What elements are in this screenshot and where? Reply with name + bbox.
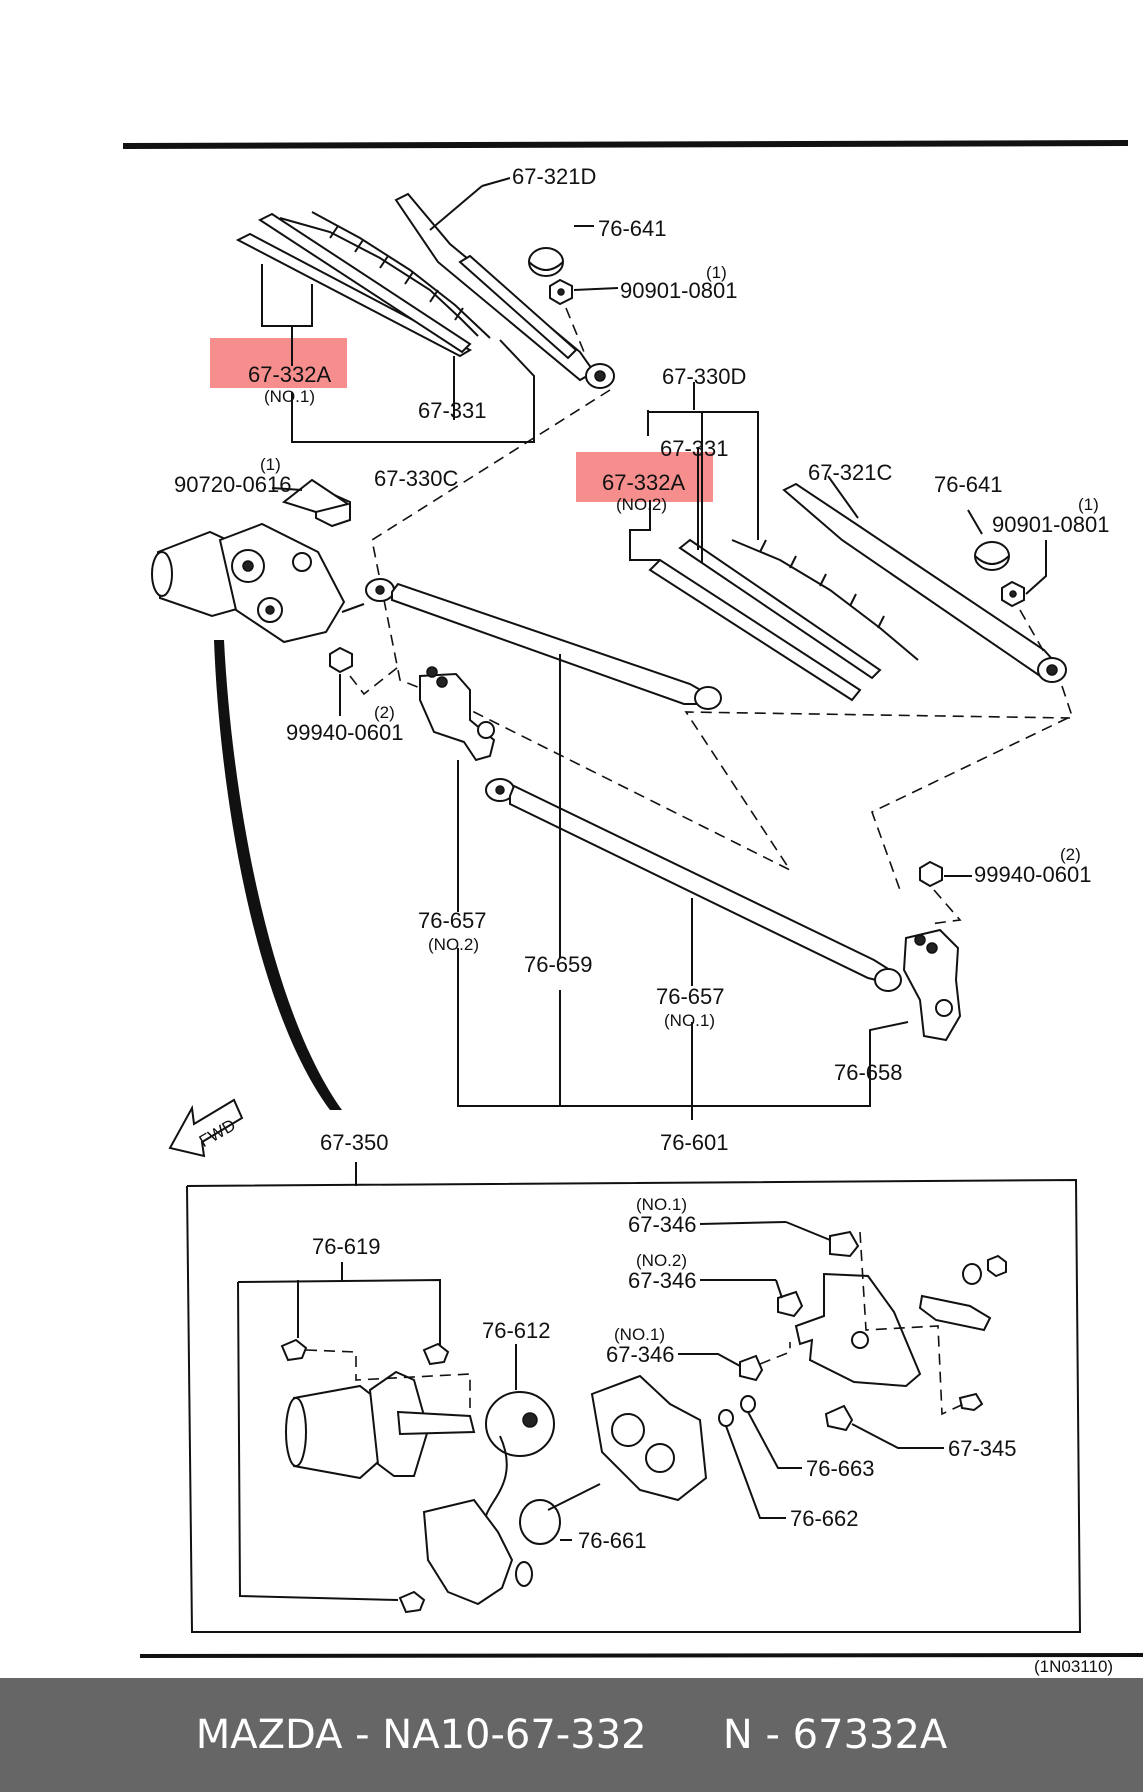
link-bracket [918,1294,992,1332]
bracket-67-345 [794,1272,922,1388]
label-76-662: 76-662 [790,1506,859,1531]
screw-76-619b [422,1342,450,1366]
nut-99940-0601b [919,860,943,888]
label-no1a: (NO.1) [264,387,315,406]
label-qty-2a: (2) [374,703,395,722]
label-67-321D: 67-321D [512,164,596,189]
label-76-657-no1: 76-657 [656,984,725,1009]
wiper-arm-no1 [394,192,615,389]
washer-set [718,1254,1007,1427]
footer-oem-number: N - 67332A [722,1712,948,1758]
nut-90901-0801a [549,278,573,306]
bush-67-346-no1-top [829,1230,860,1258]
label-67-331b: 67-331 [660,436,729,461]
label-no2c: (NO.2) [636,1251,687,1270]
label-67-331a: 67-331 [418,398,487,423]
gear-76-661 [519,1483,601,1545]
label-qty-1a: (1) [706,263,727,282]
label-67-330D: 67-330D [662,364,746,389]
bush-67-346-no1-low [739,1354,764,1382]
pivot-76-657-no2 [419,666,496,762]
label-67-330C: 67-330C [374,466,459,491]
fwd-arrow-icon [168,1098,244,1158]
switch-module [422,1435,533,1606]
nut-90901-0801b [1001,580,1025,608]
motor-sweep-arc [214,640,342,1110]
bolt-90720-0616 [281,478,351,528]
label-76-601: 76-601 [660,1130,729,1155]
label-no1c: (NO.1) [636,1195,687,1214]
label-67-350: 67-350 [320,1130,389,1155]
motor-body-exploded [285,1370,476,1480]
label-67-346b: 67-346 [628,1268,697,1293]
label-76-659: 76-659 [524,952,593,977]
cap-76-641b [974,541,1010,571]
footer-spacer [647,1712,723,1758]
label-90901-0801a: 90901-0801 [620,278,737,303]
top-border-line [122,140,1129,149]
label-67-332A-no2: 67-332A [602,470,686,495]
wiper-parts-diagram: 67-321D 76-641 (1) 90901-0801 67-332A (N… [122,140,1143,1676]
wiper-blade-no2 [648,538,919,702]
plate-76-612 [485,1391,555,1457]
screw-76-619c [398,1590,426,1614]
part-number-footer: MAZDA - NA10-67-332 N - 67332A [0,1678,1143,1792]
label-no1d: (NO.1) [614,1325,665,1344]
highlight-67-332A-no1 [210,338,347,388]
label-no2b: (NO.2) [428,935,479,954]
label-67-345: 67-345 [948,1436,1017,1461]
label-76-658: 76-658 [834,1060,903,1085]
label-qty-1c: (1) [260,455,281,474]
pivot-76-657-no1 [902,928,962,1042]
label-76-641a: 76-641 [598,216,667,241]
label-qty-1b: (1) [1078,495,1099,514]
cap-76-641a [528,247,564,277]
wiper-arm-no2 [782,482,1067,683]
label-76-612: 76-612 [482,1318,551,1343]
label-qty-2b: (2) [1060,845,1081,864]
screw-67-345 [824,1392,984,1432]
motor-assembly-box [186,1178,1082,1633]
diagram-reference-code: (1N03110) [1034,1657,1113,1676]
wiper-blade-no1 [235,211,491,358]
label-67-321C: 67-321C [808,460,893,485]
label-76-619: 76-619 [312,1234,381,1259]
nut-99940-0601a [329,646,353,674]
label-no1b: (NO.1) [664,1011,715,1030]
bush-67-346-no2 [777,1290,804,1318]
label-no2a: (NO.2) [616,495,667,514]
link-rod-76-659 [365,578,722,710]
label-99940-0601b: 99940-0601 [974,862,1091,887]
footer-brand-part-number: MAZDA - NA10-67-332 [195,1712,647,1758]
label-99940-0601a: 99940-0601 [286,720,403,745]
label-76-661: 76-661 [578,1528,647,1553]
link-rod-76-657-no1 [485,778,902,992]
screw-76-619a [280,1338,308,1362]
label-76-663: 76-663 [806,1456,875,1481]
bottom-border-line [139,1653,1143,1658]
label-76-641b: 76-641 [934,472,1003,497]
label-67-346a: 67-346 [628,1212,697,1237]
label-90720-0616: 90720-0616 [174,472,291,497]
label-67-346c: 67-346 [606,1342,675,1367]
label-90901-0801b: 90901-0801 [992,512,1109,537]
gearbox-cover [590,1374,708,1502]
wiper-motor [151,522,365,644]
highlight-67-332A-no2 [576,452,713,502]
label-76-657-no2: 76-657 [418,908,487,933]
label-67-332A-no1: 67-332A [248,362,332,387]
